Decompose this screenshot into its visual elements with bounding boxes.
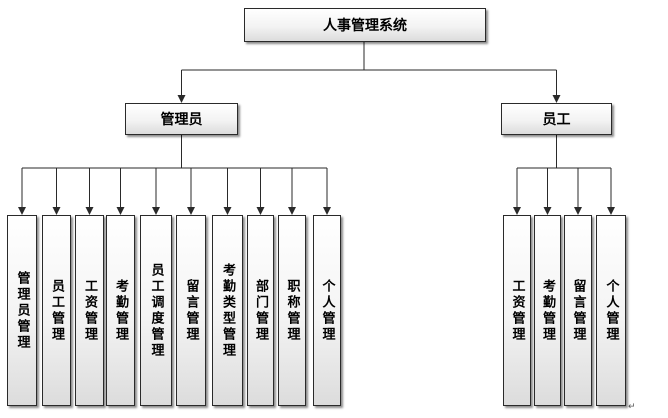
leaf-node-label: 职称管理	[284, 278, 300, 343]
leaf-node: 留言管理	[564, 215, 592, 406]
leaf-node-label: 员工管理	[49, 278, 64, 343]
root-node: 人事管理系统	[244, 8, 486, 42]
leaf-node: 工资管理	[503, 215, 531, 406]
connector-lines	[18, 42, 615, 215]
leaf-node: 考勤管理	[106, 215, 135, 406]
leaf-node-label: 留言管理	[183, 278, 199, 343]
leaf-node: 员工管理	[42, 215, 71, 406]
leaf-node-label: 工资管理	[82, 278, 97, 343]
leaf-node-label: 个人管理	[319, 278, 335, 343]
paragraph-mark: ↵	[628, 402, 636, 412]
branch-node-label: 员工	[542, 112, 571, 128]
branch-node-employee: 员工	[501, 103, 612, 135]
leaf-node-label: 部门管理	[253, 278, 268, 343]
leaf-node-label: 考勤管理	[113, 278, 128, 343]
leaf-node: 考勤管理	[534, 215, 561, 406]
leaf-node: 工资管理	[75, 215, 104, 406]
leaf-node: 考勤类型管理	[212, 215, 243, 406]
leaf-node-label: 管理员管理	[14, 270, 30, 351]
root-node-label: 人事管理系统	[323, 18, 407, 34]
branch-node-admin: 管理员	[125, 103, 238, 135]
leaf-node: 部门管理	[247, 215, 274, 406]
leaf-node-label: 留言管理	[570, 278, 586, 343]
leaf-node-label: 个人管理	[603, 278, 619, 343]
leaf-node: 管理员管理	[7, 215, 37, 406]
branch-node-label: 管理员	[160, 112, 203, 128]
leaf-node: 个人管理	[596, 215, 626, 406]
leaf-node: 个人管理	[313, 215, 341, 406]
leaf-node: 留言管理	[176, 215, 206, 406]
leaf-node-label: 工资管理	[509, 278, 525, 343]
leaf-node-label: 员工调度管理	[148, 262, 164, 359]
leaf-node: 员工调度管理	[140, 215, 172, 406]
leaf-node: 职称管理	[278, 215, 306, 406]
leaf-node-label: 考勤类型管理	[220, 262, 235, 359]
leaf-node-label: 考勤管理	[540, 278, 555, 343]
